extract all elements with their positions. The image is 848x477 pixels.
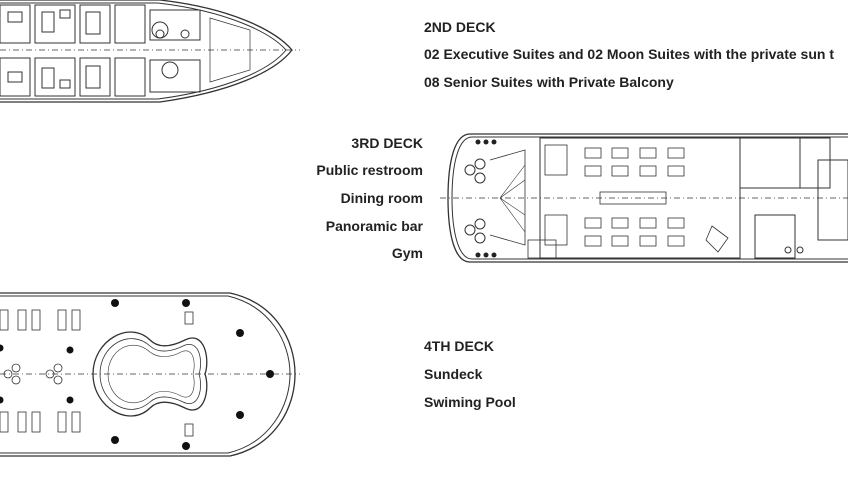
deck2-line-1: 02 Executive Suites and 02 Moon Suites w… bbox=[424, 46, 834, 62]
deck4-plan bbox=[0, 292, 300, 457]
deck4-line-2: Swiming Pool bbox=[424, 394, 516, 410]
deck3-title: 3RD DECK bbox=[351, 135, 423, 151]
deck3-line-2: Dining room bbox=[340, 190, 423, 206]
deck4-line-1: Sundeck bbox=[424, 366, 483, 382]
deck3-line-1: Public restroom bbox=[316, 162, 423, 178]
deck2-title: 2ND DECK bbox=[424, 19, 496, 35]
deck2-line-2: 08 Senior Suites with Private Balcony bbox=[424, 74, 674, 90]
deck3-line-3: Panoramic bar bbox=[325, 218, 423, 234]
deck3-plan bbox=[440, 133, 848, 263]
deck2-plan bbox=[0, 0, 300, 103]
deck3-line-4: Gym bbox=[391, 245, 423, 261]
deck4-title: 4TH DECK bbox=[424, 338, 495, 354]
